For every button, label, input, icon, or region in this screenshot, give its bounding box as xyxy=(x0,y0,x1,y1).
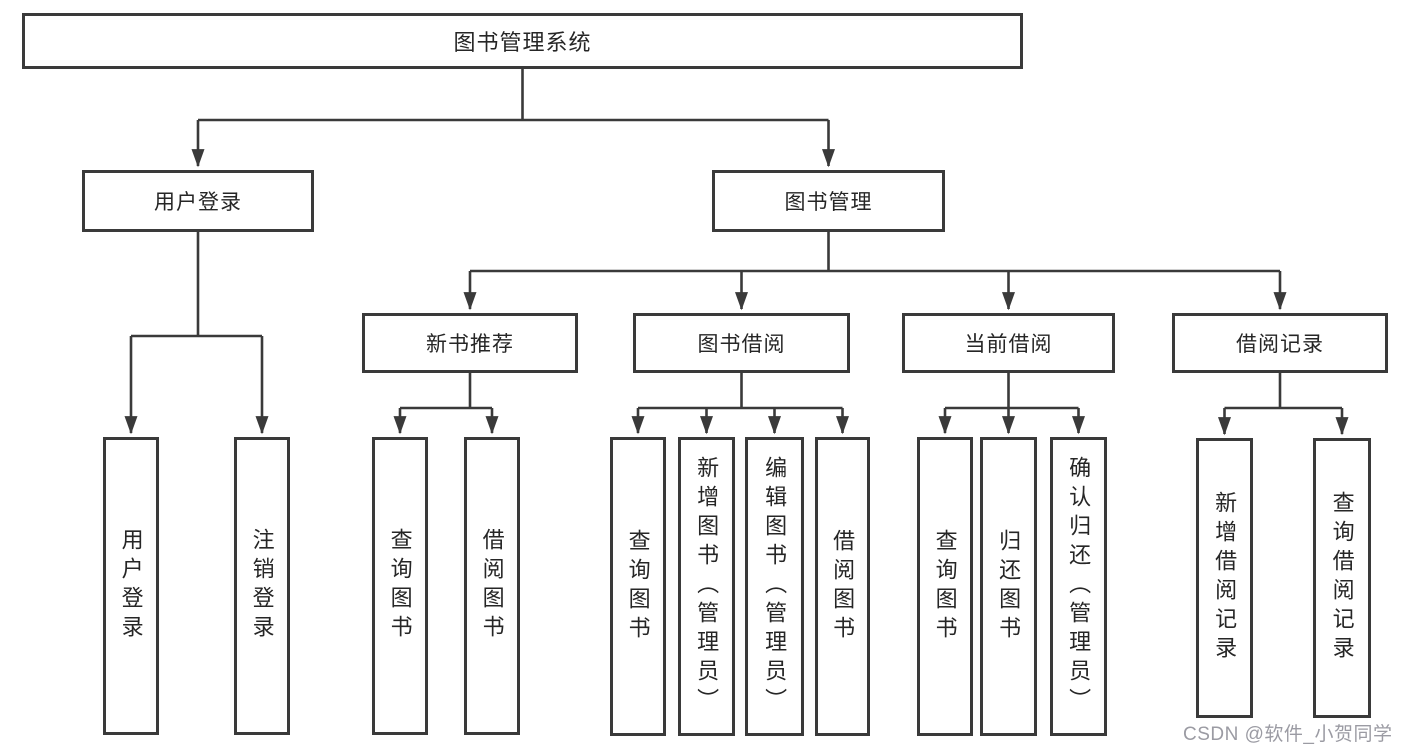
node-query-books-current: 查询图书 xyxy=(917,437,973,736)
node-label: 当前借阅 xyxy=(964,333,1053,356)
node-label: 图书管理系统 xyxy=(453,30,592,55)
node-label: 编辑图书（管理员） xyxy=(762,456,788,717)
node-label: 用户登录 xyxy=(118,528,144,644)
node-label: 新书推荐 xyxy=(426,333,514,356)
node-label: 新增图书（管理员） xyxy=(694,456,720,717)
csdn-watermark: CSDN @软件_小贺同学 xyxy=(1183,724,1393,745)
node-query-books-borrowing: 查询图书 xyxy=(610,437,666,736)
node-label: 查询图书 xyxy=(932,528,958,645)
node-book-borrowing: 图书借阅 xyxy=(633,313,850,373)
node-confirm-return-admin: 确认归还（管理员） xyxy=(1050,437,1107,736)
node-current-borrowing: 当前借阅 xyxy=(902,313,1115,373)
node-label: 借阅图书 xyxy=(830,528,856,645)
node-label: 新增借阅记录 xyxy=(1212,491,1238,665)
node-add-borrow-record: 新增借阅记录 xyxy=(1196,438,1253,718)
node-query-books-recommend: 查询图书 xyxy=(372,437,428,735)
node-book-management: 图书管理 xyxy=(712,170,945,232)
node-label: 查询图书 xyxy=(625,528,651,645)
node-label: 借阅记录 xyxy=(1236,333,1324,356)
node-edit-book-admin: 编辑图书（管理员） xyxy=(745,437,804,736)
node-label: 图书管理 xyxy=(784,191,873,214)
node-label: 注销登录 xyxy=(249,528,275,644)
node-label: 用户登录 xyxy=(154,191,242,214)
node-user-login-leaf: 用户登录 xyxy=(103,437,159,735)
node-return-book: 归还图书 xyxy=(980,437,1037,736)
node-library-management-system: 图书管理系统 xyxy=(22,13,1023,69)
node-label: 图书借阅 xyxy=(697,333,786,356)
node-label: 归还图书 xyxy=(996,528,1022,645)
node-new-book-recommend: 新书推荐 xyxy=(362,313,578,373)
node-add-book-admin: 新增图书（管理员） xyxy=(678,437,735,736)
node-logout: 注销登录 xyxy=(234,437,290,735)
node-label: 确认归还（管理员） xyxy=(1066,456,1092,717)
node-label: 查询图书 xyxy=(387,528,413,644)
node-label: 查询借阅记录 xyxy=(1329,491,1355,665)
node-query-borrow-record: 查询借阅记录 xyxy=(1313,438,1371,718)
node-user-login: 用户登录 xyxy=(82,170,314,232)
node-borrowing-records: 借阅记录 xyxy=(1172,313,1388,373)
node-borrow-books: 借阅图书 xyxy=(815,437,870,736)
node-borrow-books-recommend: 借阅图书 xyxy=(464,437,520,735)
node-label: 借阅图书 xyxy=(479,528,505,644)
